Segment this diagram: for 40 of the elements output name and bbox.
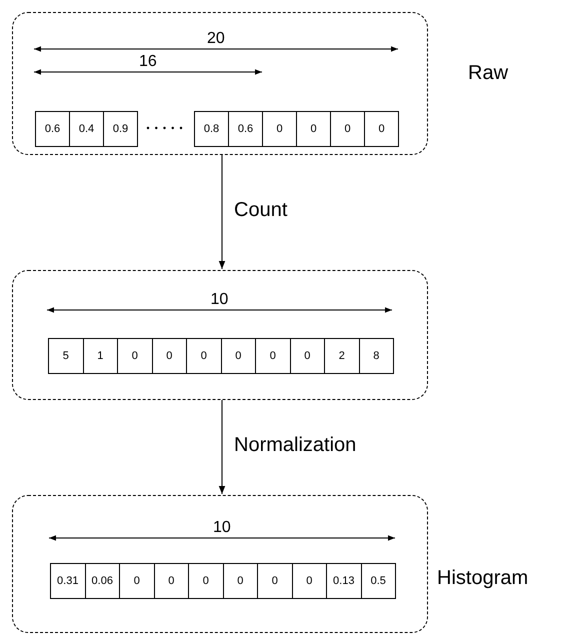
- array-cell: 0: [296, 111, 331, 147]
- rounded-dashed-box: [12, 270, 428, 400]
- array-cell: 0: [262, 111, 297, 147]
- array-cell: 0.4: [69, 111, 104, 147]
- array-cell: 0.06: [84, 563, 120, 599]
- array-cell: 0: [364, 111, 399, 147]
- arrow: [218, 154, 226, 270]
- array-cell: 0: [290, 338, 325, 374]
- stage-caption: Histogram: [437, 567, 528, 590]
- stage-caption: Raw: [468, 62, 508, 85]
- array-cell: 1: [82, 338, 118, 374]
- array-cell: 0.5: [360, 563, 396, 599]
- dimension-label: 10: [213, 519, 231, 537]
- arrow: [218, 400, 226, 494]
- array-cell: 0: [188, 563, 224, 599]
- rounded-dashed-box: [12, 12, 428, 155]
- array-cell: 0: [152, 338, 187, 374]
- array-cell: 0: [117, 338, 152, 374]
- array-cell: 0: [330, 111, 365, 147]
- array-cell: 0: [186, 338, 222, 374]
- array-cell: 2: [324, 338, 360, 374]
- rounded-dashed-box: [12, 495, 428, 633]
- array-cell: 0.8: [194, 111, 229, 147]
- array-cell: 0.6: [228, 111, 263, 147]
- array-cell: 0: [119, 563, 154, 599]
- array-cell: 0.9: [103, 111, 138, 147]
- array-cell: 8: [358, 338, 394, 374]
- array-cell: 0: [220, 338, 256, 374]
- array-cell: 0: [292, 563, 327, 599]
- dimension-label: 20: [207, 30, 225, 48]
- array-cell: 0.13: [326, 563, 362, 599]
- array-cell: 0: [222, 563, 258, 599]
- array-cell: 0.6: [35, 111, 70, 147]
- array-cell: 0.31: [50, 563, 86, 599]
- array-cell: 0: [255, 338, 290, 374]
- array-cell: 5: [48, 338, 84, 374]
- dimension-label: 16: [139, 53, 157, 71]
- array-cell: 0: [154, 563, 189, 599]
- dimension-label: 10: [210, 291, 228, 309]
- array-cell: 0: [257, 563, 292, 599]
